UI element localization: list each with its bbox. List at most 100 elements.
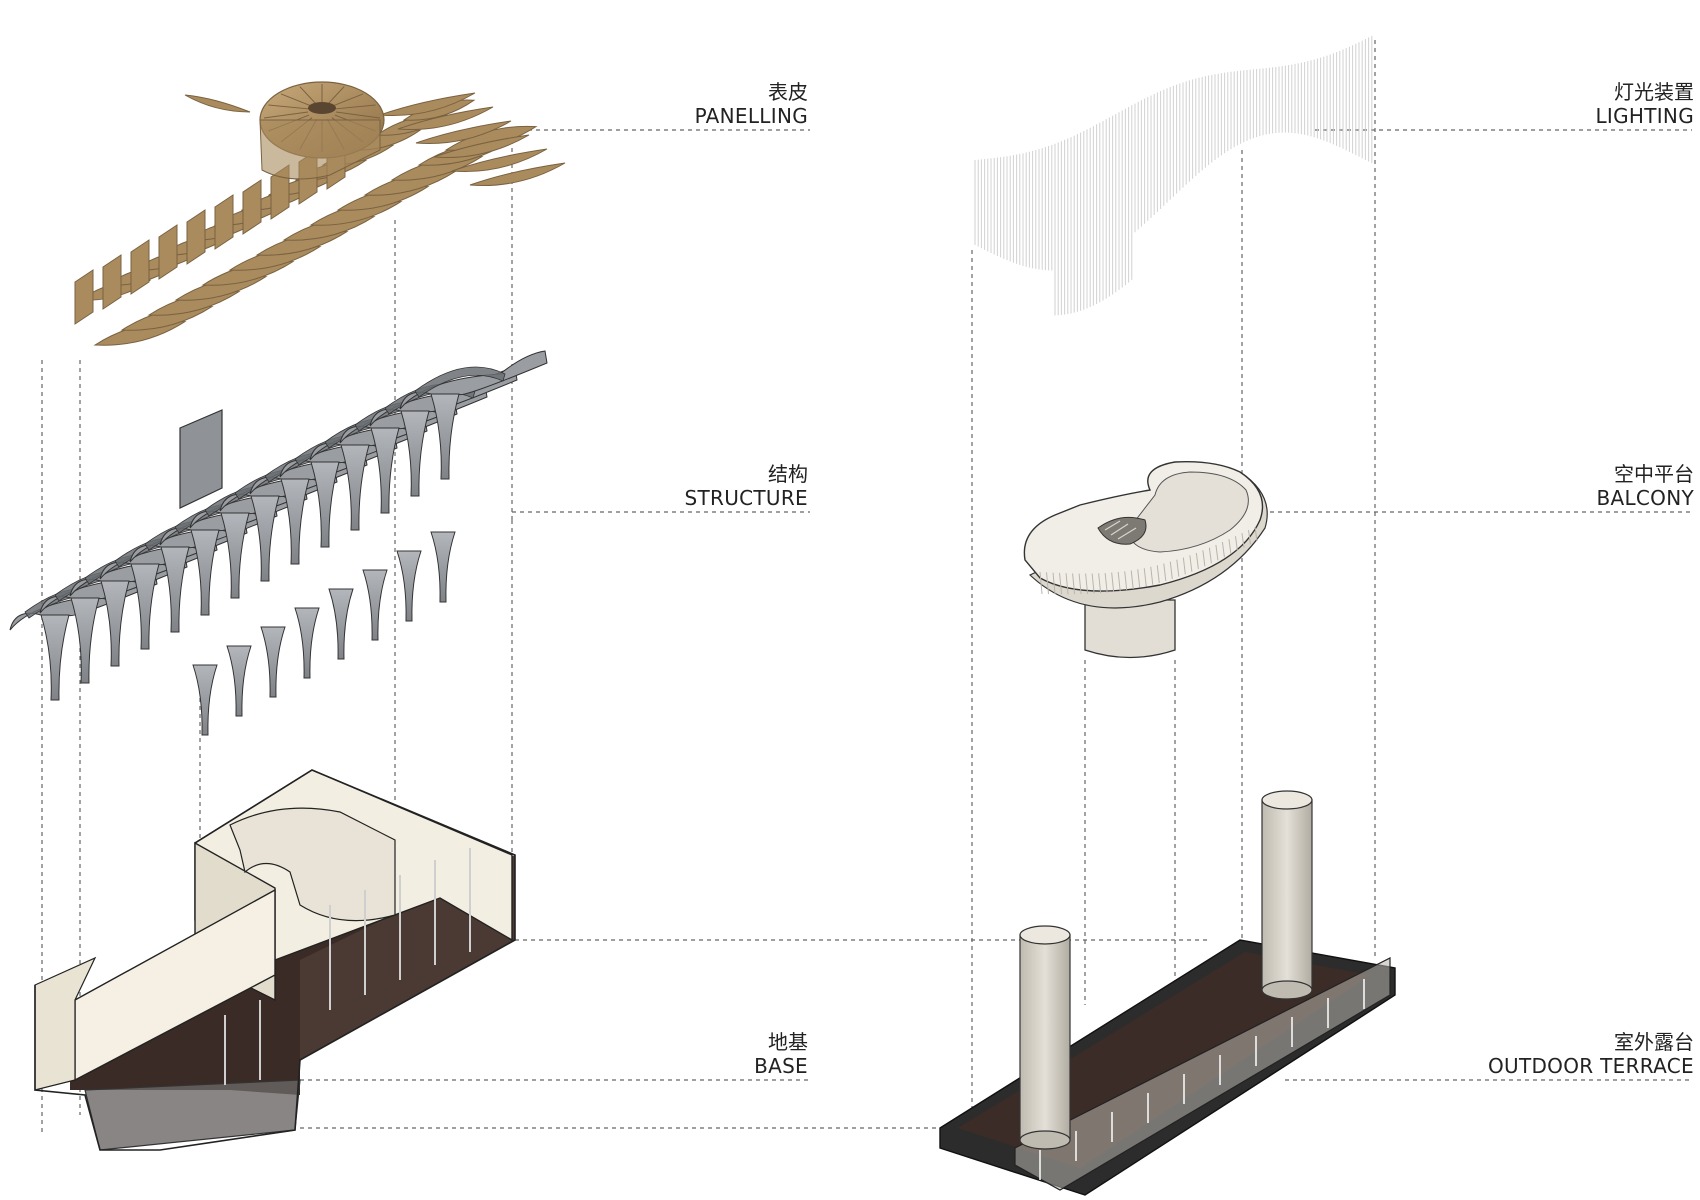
flute bbox=[1189, 555, 1193, 572]
flute bbox=[1065, 573, 1069, 595]
flute bbox=[1111, 572, 1115, 592]
panel-strip bbox=[186, 209, 206, 265]
flute bbox=[1228, 539, 1232, 555]
label-outdoor-terrace-cn: 室外露台 bbox=[1614, 1030, 1694, 1054]
balustrade-posts bbox=[1039, 979, 1365, 1180]
label-base: 地基 BASE bbox=[560, 1030, 808, 1078]
flute bbox=[1085, 573, 1089, 594]
structure-wall-panel bbox=[179, 409, 223, 509]
structure-column bbox=[40, 614, 70, 701]
terrace-column-left bbox=[1019, 925, 1071, 1150]
flute bbox=[1234, 536, 1238, 551]
structure-column bbox=[362, 569, 388, 641]
terrace-balustrade bbox=[1014, 957, 1391, 1191]
structure-column bbox=[160, 546, 190, 633]
panelling-layer bbox=[74, 81, 566, 346]
dome-oculus bbox=[308, 102, 336, 114]
panel-fin bbox=[379, 92, 476, 116]
structure-column bbox=[396, 550, 422, 622]
structure-column bbox=[430, 531, 456, 603]
dome-rib bbox=[326, 86, 345, 105]
structure-column bbox=[328, 588, 354, 660]
panel-strip bbox=[242, 179, 262, 235]
glass-facade bbox=[84, 1079, 301, 1151]
structure-layer bbox=[9, 350, 548, 736]
dome-rib bbox=[268, 104, 310, 110]
inner-room bbox=[229, 807, 396, 922]
glass-mullions bbox=[224, 848, 471, 1085]
flute bbox=[1091, 573, 1095, 594]
flute bbox=[1202, 550, 1206, 567]
panel-fin bbox=[451, 148, 548, 172]
structure-column bbox=[430, 393, 460, 480]
base-outline bbox=[34, 769, 516, 1151]
flute bbox=[1143, 568, 1147, 587]
lighting-layer bbox=[974, 35, 1373, 316]
label-structure-cn: 结构 bbox=[768, 462, 808, 486]
dome-rib bbox=[334, 104, 376, 110]
label-balcony-cn: 空中平台 bbox=[1614, 462, 1694, 486]
flute bbox=[1117, 571, 1121, 592]
flute bbox=[1241, 533, 1245, 548]
structure-column bbox=[220, 512, 250, 599]
panel-fin bbox=[469, 162, 566, 186]
base-layer bbox=[34, 769, 516, 1151]
dome-rib bbox=[331, 93, 364, 107]
label-structure: 结构 STRUCTURE bbox=[560, 462, 808, 510]
panel-strip bbox=[130, 239, 150, 295]
structure-column bbox=[192, 664, 218, 736]
label-base-cn: 地基 bbox=[768, 1030, 808, 1054]
stair-steps bbox=[1104, 520, 1137, 540]
flute bbox=[1059, 572, 1063, 595]
label-lighting: 灯光装置 LIGHTING bbox=[1440, 80, 1694, 128]
panel-fin bbox=[397, 106, 494, 130]
balcony-layer bbox=[1023, 461, 1268, 659]
dome-rib bbox=[335, 111, 381, 119]
label-base-en: BASE bbox=[754, 1054, 808, 1078]
structure-column bbox=[280, 478, 310, 565]
flute bbox=[1195, 552, 1199, 570]
outdoor-terrace-layer bbox=[939, 790, 1396, 1196]
label-outdoor-terrace: 室外露台 OUTDOOR TERRACE bbox=[1400, 1030, 1694, 1078]
label-lighting-cn: 灯光装置 bbox=[1614, 80, 1694, 104]
dome-skirt bbox=[259, 119, 381, 180]
label-structure-en: STRUCTURE bbox=[684, 486, 808, 510]
flute bbox=[1221, 542, 1225, 558]
label-lighting-en: LIGHTING bbox=[1595, 104, 1694, 128]
label-balcony: 空中平台 BALCONY bbox=[1440, 462, 1694, 510]
structure-column bbox=[400, 410, 430, 497]
flute bbox=[1254, 526, 1258, 542]
flute bbox=[1046, 572, 1050, 595]
structure-column bbox=[340, 444, 370, 531]
flute bbox=[1156, 565, 1160, 583]
flute bbox=[1072, 573, 1076, 595]
dome-rib bbox=[299, 86, 318, 105]
flute bbox=[1176, 559, 1180, 577]
structure-column bbox=[310, 461, 340, 548]
panel-strip bbox=[158, 224, 178, 280]
flute bbox=[1098, 573, 1102, 594]
structure-column bbox=[190, 529, 220, 616]
panel-fin bbox=[433, 134, 530, 158]
dome-rib bbox=[280, 93, 313, 107]
balcony-stair-opening bbox=[1097, 516, 1147, 545]
flute bbox=[1182, 557, 1186, 575]
structure-column bbox=[250, 495, 280, 582]
flute bbox=[1124, 571, 1128, 591]
panel-fin bbox=[184, 94, 251, 113]
flute bbox=[1150, 566, 1154, 585]
structure-brace bbox=[414, 366, 506, 398]
panel-fin bbox=[415, 120, 512, 144]
flute bbox=[1078, 573, 1082, 595]
structure-column bbox=[70, 597, 100, 684]
balcony-pedestal bbox=[1084, 599, 1176, 659]
panel-strip bbox=[74, 269, 94, 325]
panel-strip bbox=[102, 254, 122, 310]
structure-column bbox=[260, 626, 286, 698]
flute bbox=[1137, 569, 1141, 588]
label-outdoor-terrace-en: OUTDOOR TERRACE bbox=[1487, 1054, 1694, 1078]
balcony-basin bbox=[1127, 471, 1249, 553]
label-balcony-en: BALCONY bbox=[1596, 486, 1694, 510]
flute bbox=[1163, 563, 1167, 582]
